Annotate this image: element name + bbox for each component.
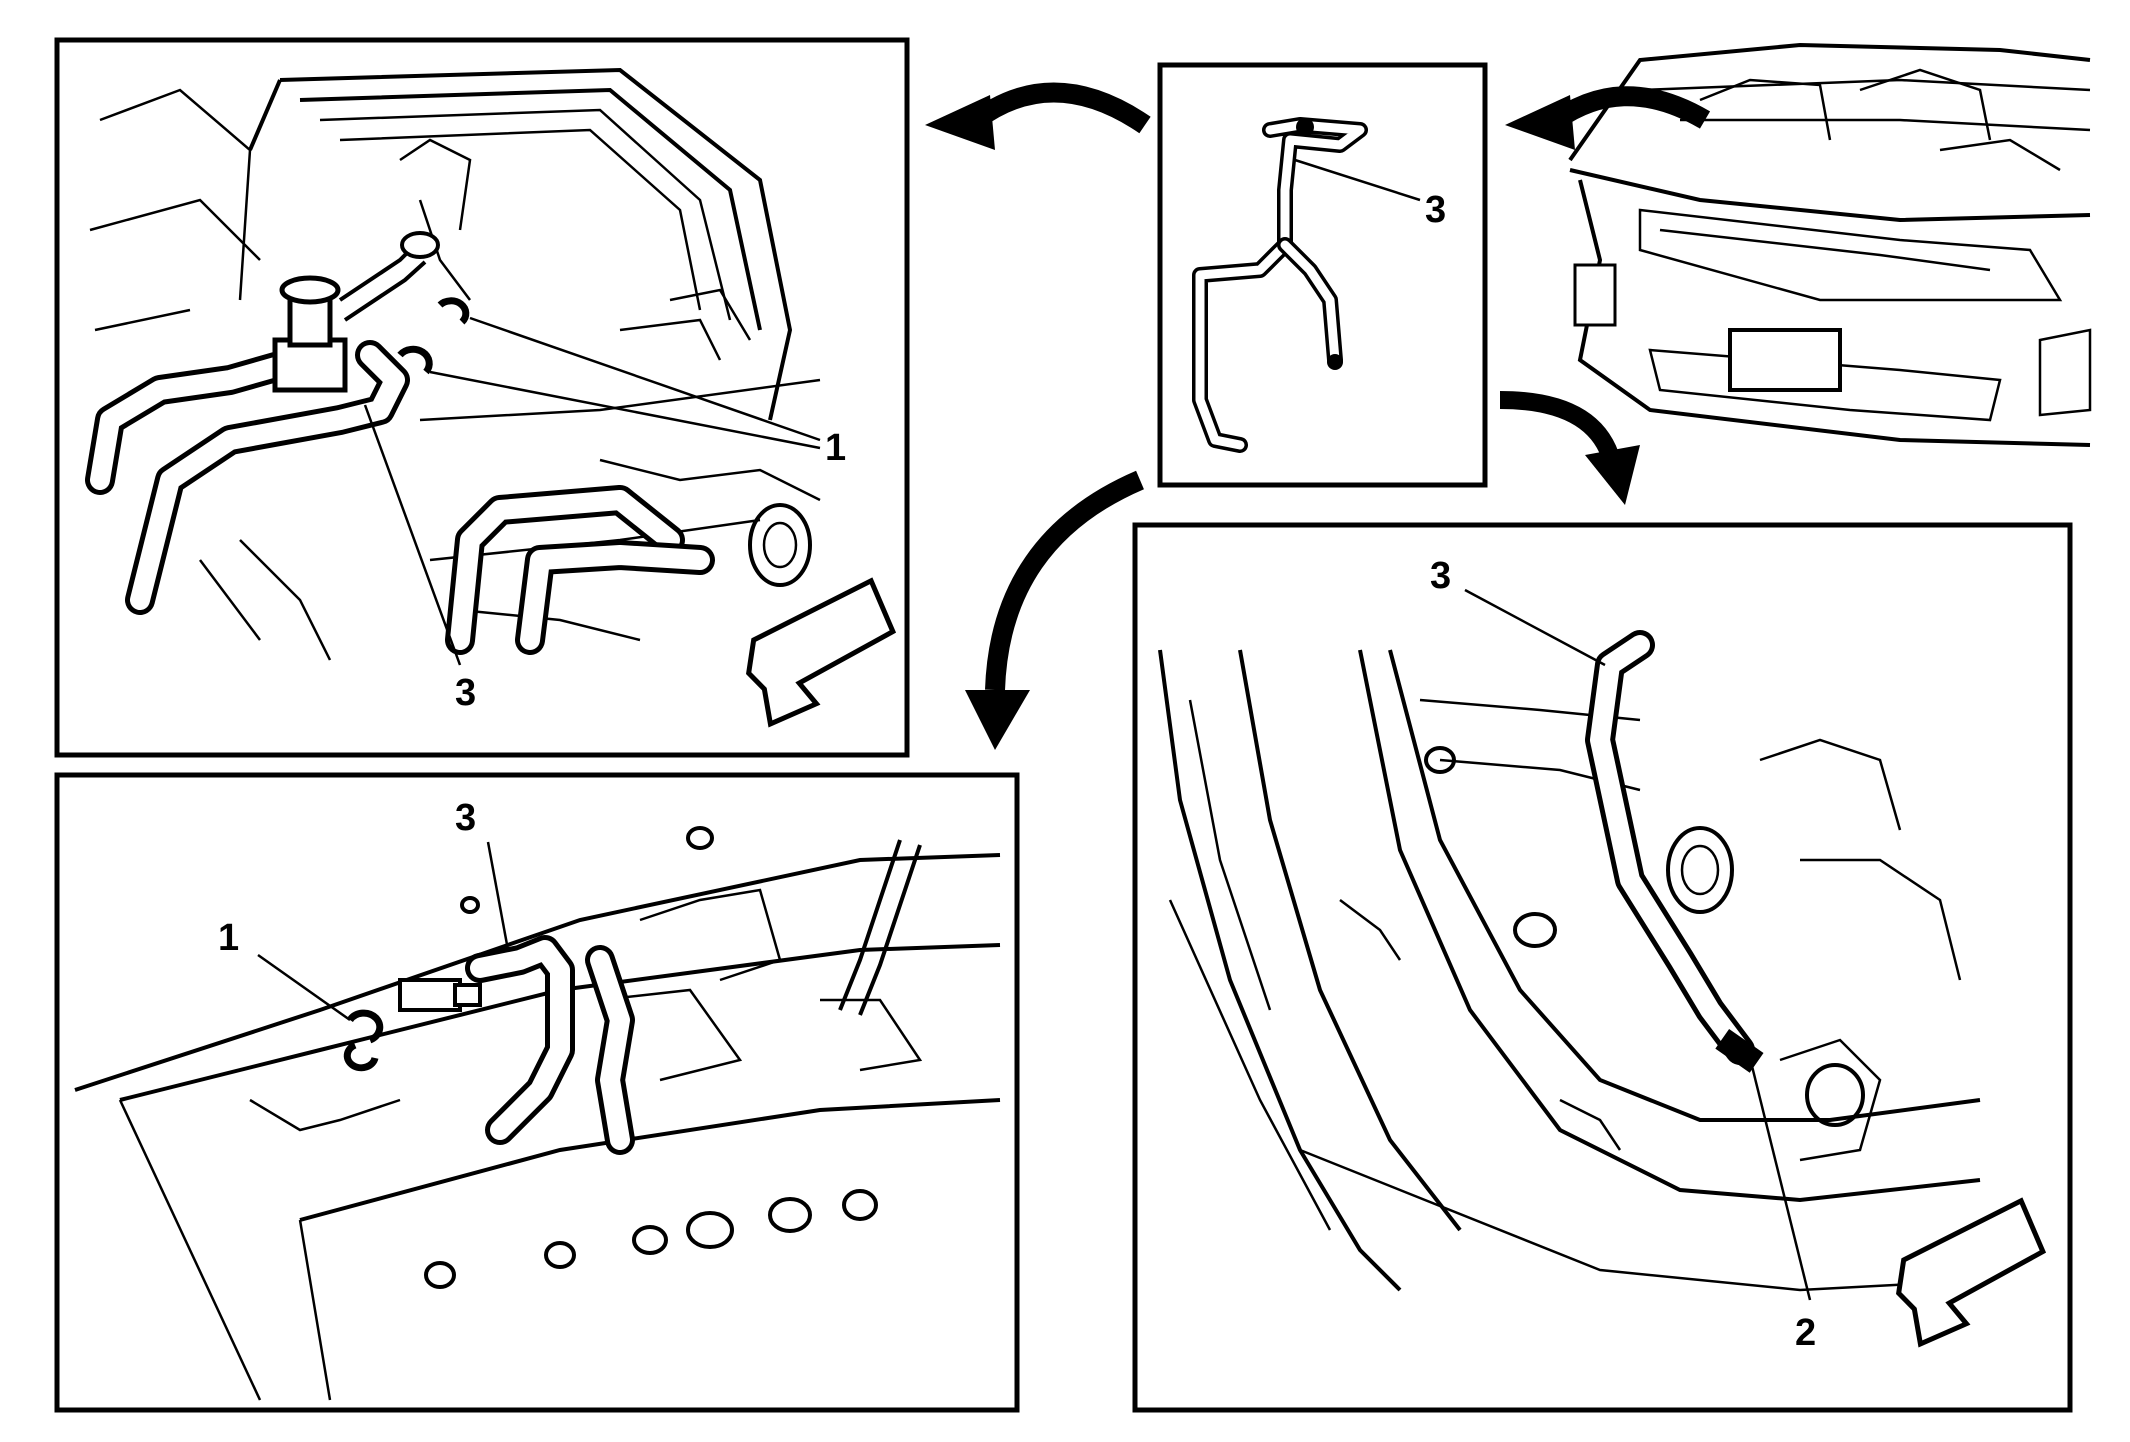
radiator-support-sketch	[1158, 649, 1991, 1292]
curved-arrow-icon-to-top-left	[925, 82, 1151, 150]
leader-detail	[1294, 158, 1421, 202]
forward-arrow-icon-top-left	[746, 577, 897, 728]
callout-1-bottom-left: 1	[218, 917, 239, 959]
callout-2-bottom-right: 2	[1795, 1312, 1816, 1354]
clamp-icon-top-left	[397, 297, 470, 375]
callout-3-detail: 3	[1425, 189, 1446, 231]
leaders-bottom-left	[257, 841, 510, 1022]
leaders-top-left	[363, 316, 821, 666]
forward-arrow-icon-bottom-right	[1896, 1197, 2047, 1348]
tee-fitting	[272, 231, 440, 393]
heater-hose-bottom-left	[465, 839, 922, 1155]
callout-3-bottom-right: 3	[1430, 555, 1451, 597]
curved-arrow-icon-to-bottom-right	[1499, 391, 1640, 505]
heater-hose-top-left	[85, 340, 715, 655]
panel-bottom-right: 3 2	[1132, 522, 2073, 1413]
panel-bottom-left: 1 3	[54, 772, 1020, 1413]
heater-hose-bottom-right	[1585, 630, 1764, 1073]
engine-sketch-top-left	[89, 67, 821, 661]
hose-detail-sketch	[1192, 117, 1368, 453]
callout-1-top-left: 1	[825, 427, 846, 469]
callout-3-top-left: 3	[455, 672, 476, 714]
flow-arrows	[925, 82, 1711, 750]
vehicle-front-view	[1568, 42, 2092, 447]
leaders-bottom-right	[1464, 588, 1812, 1301]
fitting-bottom-left	[398, 978, 482, 1012]
curved-arrow-icon-to-detail	[1505, 86, 1711, 150]
panel-top-left: 3 1	[54, 37, 910, 758]
panel-hose-detail: 3	[1157, 62, 1488, 488]
curved-arrow-icon-to-bottom-left	[965, 470, 1144, 750]
callout-3-bottom-left: 3	[455, 797, 476, 839]
clamp-icon-bottom-left	[343, 1009, 384, 1072]
